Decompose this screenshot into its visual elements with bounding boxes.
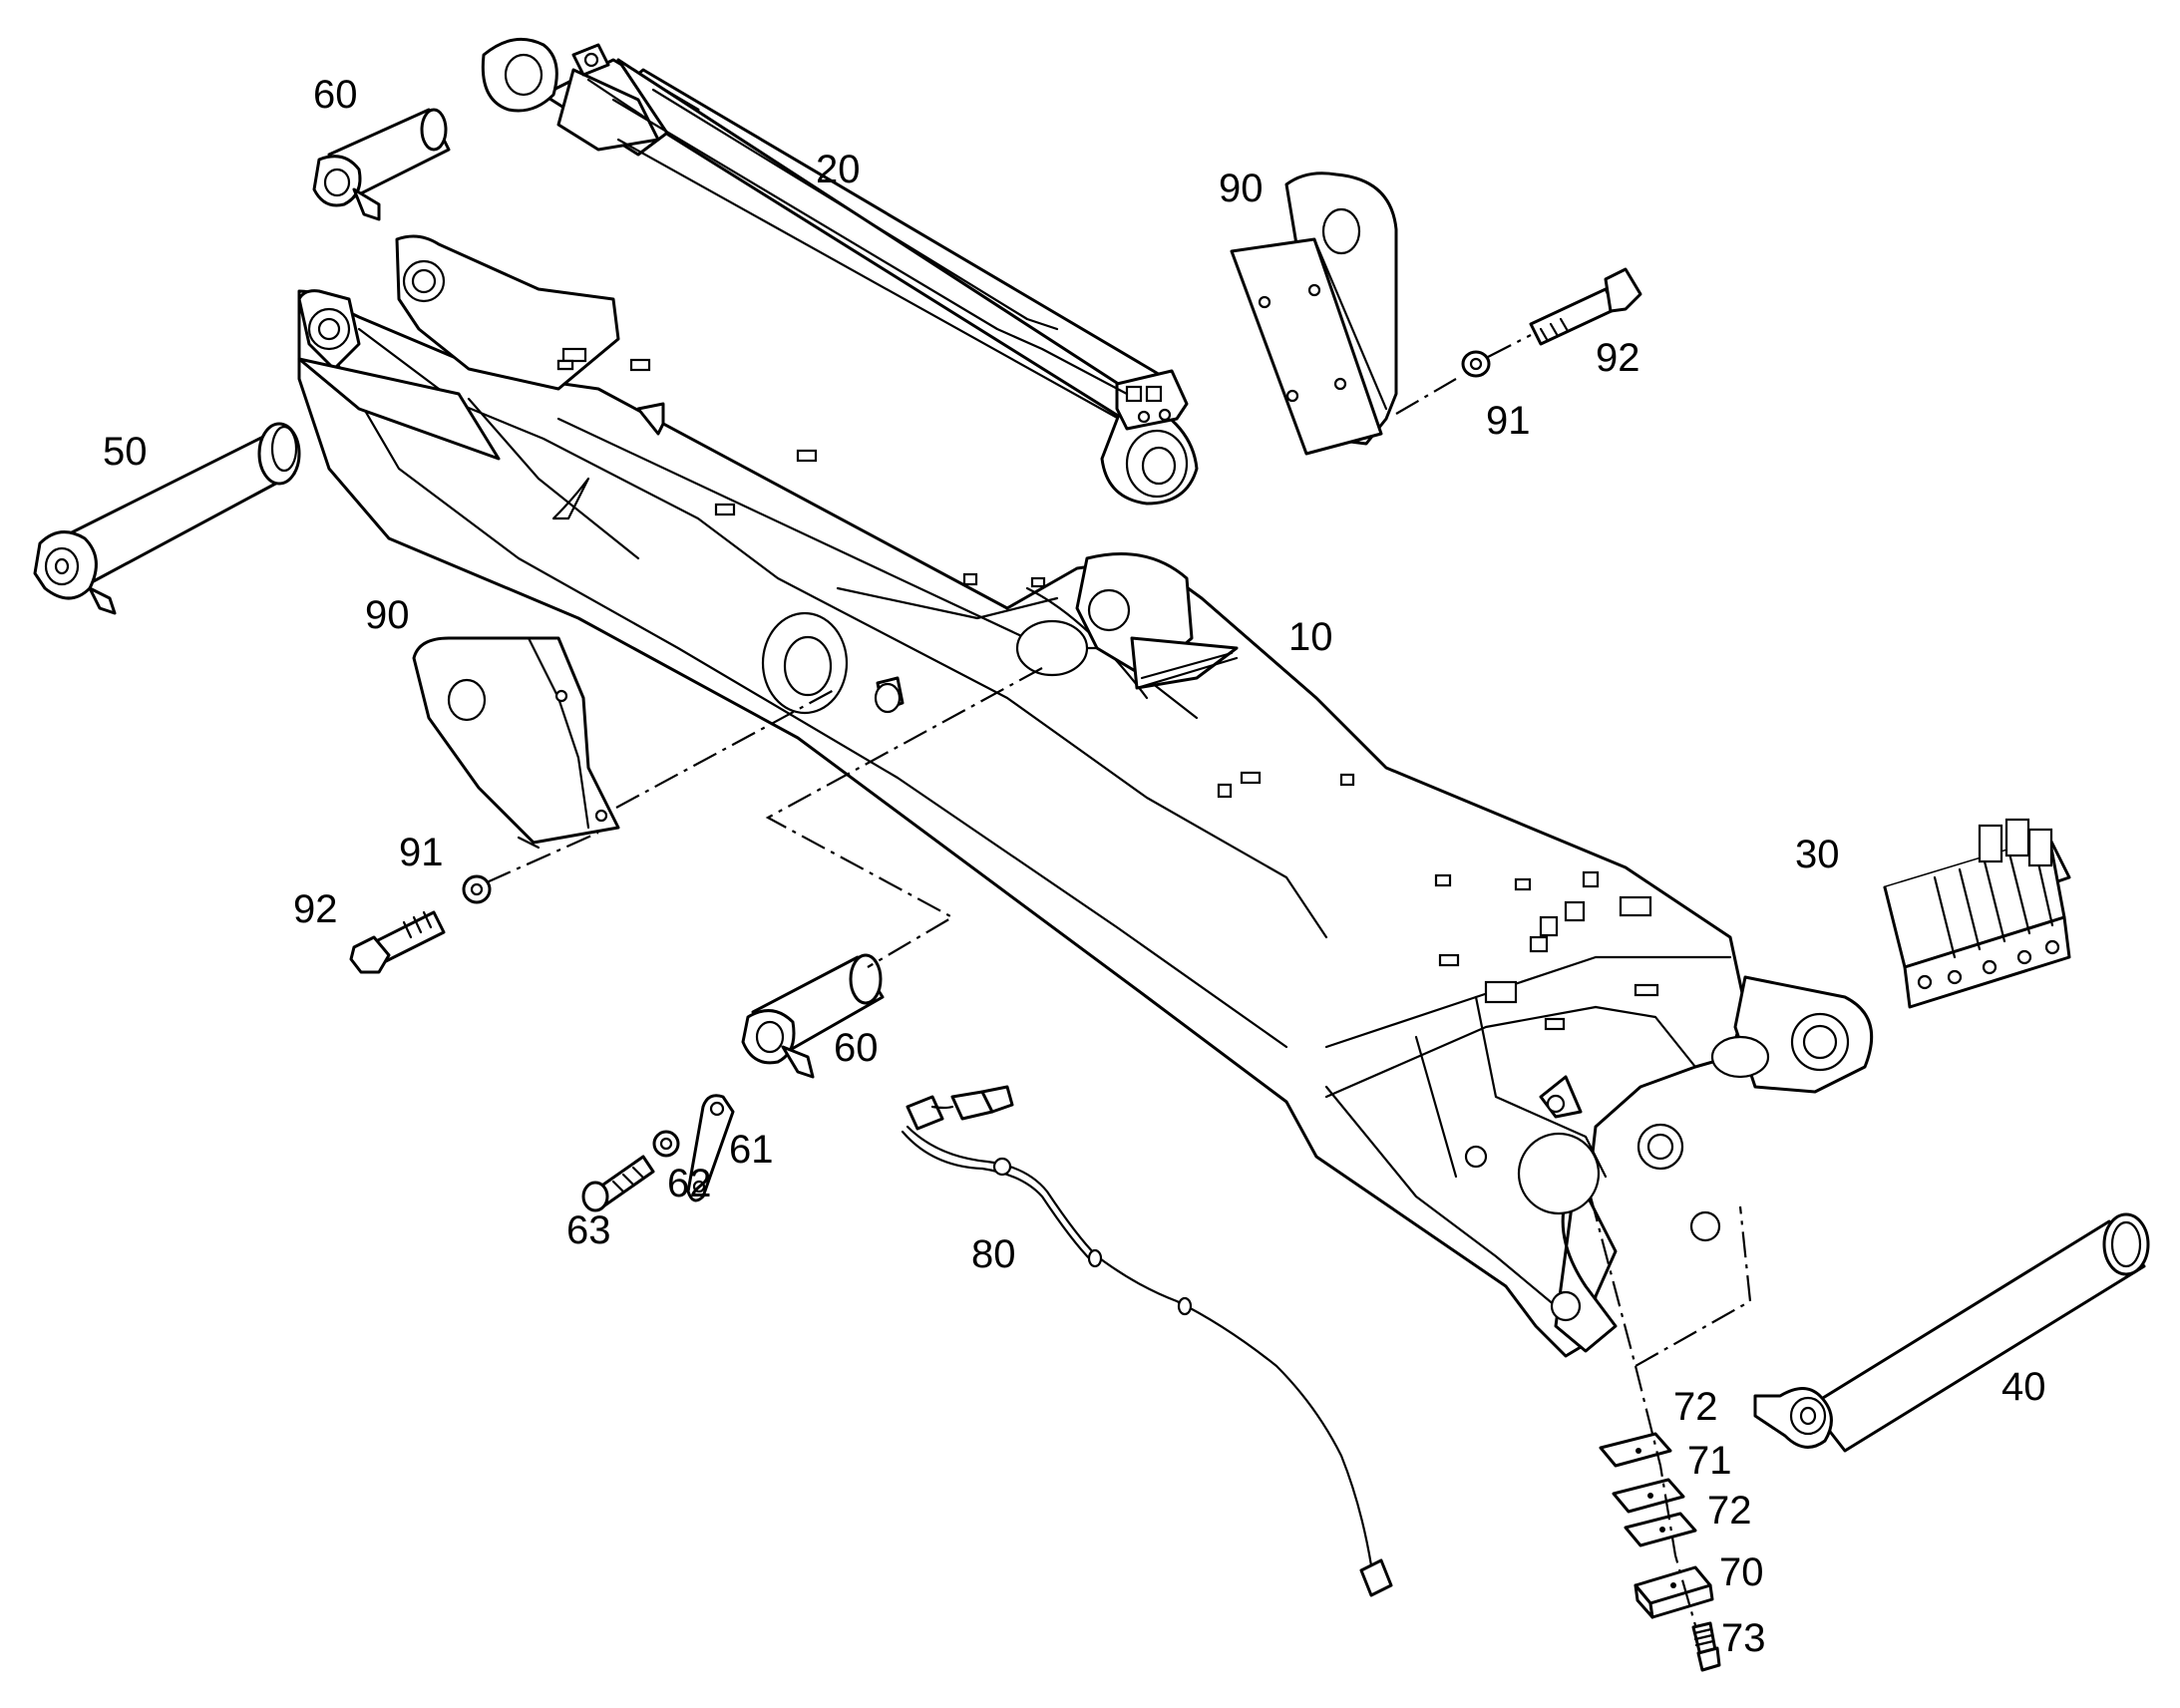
callout-72-lower: 72 — [1707, 1489, 1752, 1533]
plate-part-70 — [1634, 1565, 1714, 1619]
shim-part-72-lower — [1624, 1512, 1697, 1547]
screw-part-73 — [1691, 1621, 1721, 1672]
harness-part-80 — [901, 1085, 1393, 1597]
callout-73: 73 — [1721, 1616, 1766, 1660]
boom-part-10 — [297, 234, 1874, 1358]
valve-block-part-30 — [1883, 818, 2071, 1009]
plate-part-61 — [686, 1094, 735, 1202]
bushing-part-60-upper — [312, 108, 451, 221]
callout-63: 63 — [566, 1208, 611, 1252]
washer-part-62 — [652, 1130, 680, 1158]
bracket-part-90-lower — [412, 636, 620, 850]
callout-60-lower: 60 — [834, 1026, 879, 1070]
bolt-part-92-lower — [349, 910, 446, 974]
callout-71: 71 — [1687, 1439, 1732, 1483]
callout-61: 61 — [729, 1128, 774, 1172]
callout-60-upper: 60 — [313, 73, 358, 117]
bushing-part-60-lower — [741, 953, 885, 1079]
callout-80: 80 — [971, 1232, 1016, 1276]
bracket-part-90-upper — [1230, 171, 1398, 456]
callout-30: 30 — [1795, 833, 1840, 876]
callout-62: 62 — [667, 1162, 712, 1205]
callout-72-upper: 72 — [1673, 1385, 1718, 1429]
washer-part-91-upper — [1461, 350, 1491, 378]
callout-91-upper: 91 — [1486, 399, 1531, 443]
bolt-part-92-upper — [1529, 267, 1642, 346]
callout-90-lower: 90 — [365, 593, 410, 637]
pin-part-50 — [33, 422, 301, 615]
shim-part-71 — [1612, 1478, 1685, 1514]
screw-part-63 — [581, 1155, 655, 1212]
deck-tabs — [556, 347, 1659, 1031]
callout-20: 20 — [816, 148, 861, 191]
callout-90-upper: 90 — [1219, 167, 1264, 210]
assembly-centerlines — [486, 334, 1752, 1626]
shim-part-72-upper — [1599, 1432, 1672, 1468]
callout-10: 10 — [1288, 615, 1333, 659]
callout-70: 70 — [1719, 1550, 1764, 1594]
callout-92-lower: 92 — [293, 887, 338, 931]
callout-labels: 10 20 30 40 50 60 60 61 62 63 70 71 72 7… — [103, 73, 2046, 1660]
cylinder-part-20 — [481, 37, 1199, 506]
pin-part-40 — [1753, 1212, 2150, 1453]
callout-91-lower: 91 — [399, 831, 444, 874]
callout-50: 50 — [103, 430, 148, 474]
washer-part-91-lower — [462, 874, 492, 904]
callout-92-upper: 92 — [1596, 336, 1640, 380]
callout-40: 40 — [2001, 1365, 2046, 1409]
